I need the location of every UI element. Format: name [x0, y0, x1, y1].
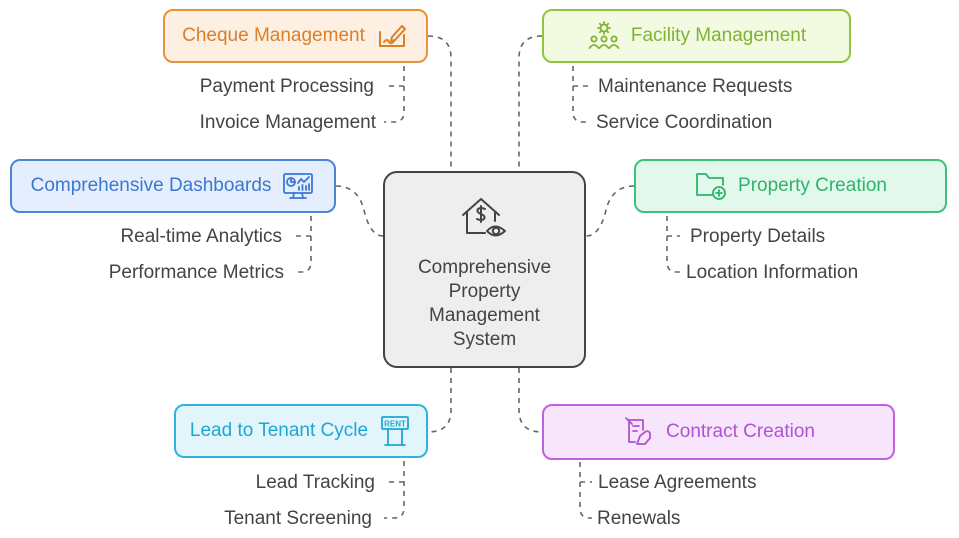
item-payment-processing: Payment Processing [199, 76, 374, 97]
node-facility-management: Facility Management [542, 9, 851, 63]
connector-facility-items [572, 66, 588, 123]
cheque-signature-icon [375, 19, 409, 53]
item-real-time-analytics: Real-time Analytics [120, 226, 282, 247]
item-service-coordination: Service Coordination [596, 112, 773, 133]
node-title: Facility Management [630, 25, 807, 46]
house-dollar-eye-icon [459, 195, 511, 248]
connector-contract [518, 368, 543, 433]
connector-lead [427, 368, 452, 433]
item-tenant-screening: Tenant Screening [224, 508, 372, 529]
item-invoice-management: Invoice Management [199, 112, 376, 133]
connector-facility [518, 35, 543, 171]
connector-dashboards [335, 185, 384, 237]
gear-people-icon [587, 19, 621, 53]
sign-text: RENT [384, 420, 406, 429]
rent-sign-icon: RENT [378, 414, 412, 448]
item-maintenance-requests: Maintenance Requests [598, 76, 793, 97]
connector-property [585, 185, 635, 237]
item-renewals: Renewals [597, 508, 681, 529]
node-contract-creation: Contract Creation [542, 404, 895, 460]
node-cheque-management: Cheque Management [163, 9, 428, 63]
item-performance-metrics: Performance Metrics [108, 262, 284, 283]
connector-cheque-items [384, 66, 405, 123]
node-comprehensive-dashboards: Comprehensive Dashboards [10, 159, 336, 213]
connector-dashboards-items [293, 216, 312, 273]
connector-lead-items [384, 461, 405, 519]
node-title: Contract Creation [666, 421, 815, 442]
node-lead-to-tenant-cycle: Lead to Tenant Cycle RENT [174, 404, 428, 458]
connector-cheque [427, 35, 452, 171]
node-title: Lead to Tenant Cycle [189, 420, 369, 441]
item-lease-agreements: Lease Agreements [598, 472, 757, 493]
node-title: Property Creation [738, 175, 887, 196]
item-property-details: Property Details [690, 226, 826, 247]
node-title: Comprehensive Dashboards [30, 175, 272, 196]
center-node: Comprehensive Property Management System [383, 171, 586, 368]
center-title: Comprehensive Property Management System [417, 257, 552, 350]
folder-plus-icon [694, 169, 728, 203]
connector-contract-items [579, 462, 592, 519]
item-location-information: Location Information [686, 262, 859, 283]
monitor-chart-icon [281, 169, 315, 203]
node-title: Cheque Management [182, 25, 365, 46]
connector-property-items [666, 216, 680, 273]
contract-signing-icon [622, 415, 656, 449]
item-lead-tracking: Lead Tracking [255, 472, 375, 493]
node-property-creation: Property Creation [634, 159, 947, 213]
